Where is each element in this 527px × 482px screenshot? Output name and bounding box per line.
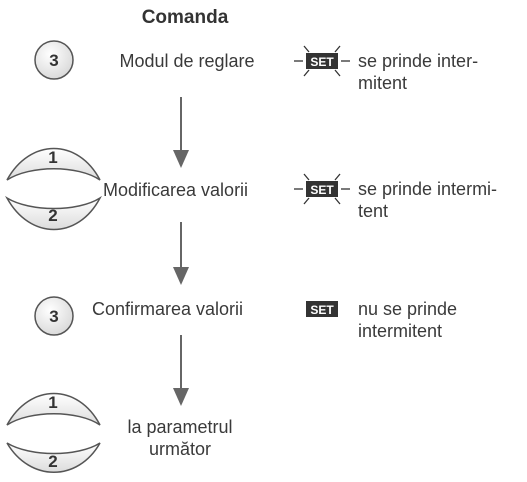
status-text-3: nu se prinde intermitent (358, 299, 458, 341)
button-3-top-label: 3 (49, 51, 58, 70)
set-blinking-icon-1: SET (294, 45, 350, 77)
diagram-title: Comanda (141, 7, 229, 28)
button-2-bottom-label: 2 (48, 452, 57, 471)
set-badge-1: SET (310, 55, 334, 69)
button-3-bottom[interactable]: 3 (34, 296, 74, 336)
set-badge-3: SET (310, 303, 334, 317)
set-badge-2: SET (310, 183, 334, 197)
step-label-4: la parametrul următor (127, 417, 233, 459)
button-3-bottom-label: 3 (49, 307, 58, 326)
set-blinking-icon-2: SET (294, 173, 350, 205)
button-1-mid[interactable]: 1 (6, 147, 101, 181)
button-2-bottom[interactable]: 2 (6, 442, 101, 473)
arrow-down-3 (173, 335, 189, 406)
set-steady-icon: SET (306, 301, 338, 317)
button-2-mid[interactable]: 2 (4, 195, 102, 231)
step-label-1: Modul de reglare (119, 51, 255, 71)
step-label-3: Confirmarea valorii (92, 299, 244, 319)
button-3-top[interactable]: 3 (34, 40, 74, 80)
button-1-bottom[interactable]: 1 (6, 392, 101, 426)
button-1-bottom-label: 1 (48, 393, 57, 412)
step-label-2: Modificarea valorii (103, 180, 249, 200)
button-1-mid-label: 1 (48, 148, 57, 167)
status-text-2: se prinde intermi- tent (358, 179, 498, 221)
arrow-down-2 (173, 222, 189, 285)
arrow-down-1 (173, 97, 189, 168)
button-2-mid-label: 2 (48, 206, 57, 225)
status-text-1: se prinde inter- mitent (358, 51, 479, 93)
